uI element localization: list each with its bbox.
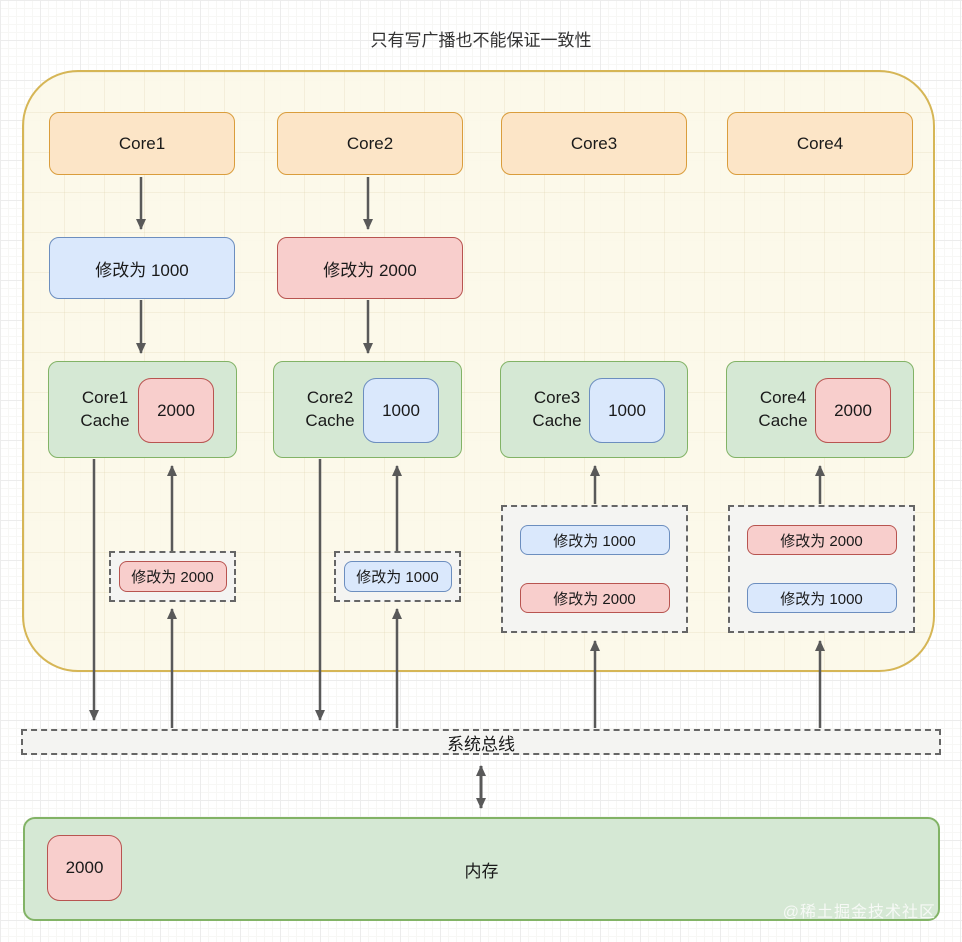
- core1-cache-value: 2000: [138, 378, 214, 443]
- core3-broadcast-box: 修改为 1000 修改为 2000: [501, 505, 688, 633]
- core1-modify-box: 修改为 1000: [49, 237, 235, 299]
- core3-broadcast-msg2: 修改为 2000: [519, 583, 670, 613]
- core1-box: Core1: [49, 112, 235, 175]
- core1-modify-label: 修改为 1000: [95, 260, 189, 280]
- system-bus: 系统总线: [21, 729, 941, 755]
- core4-cache-value: 2000: [815, 378, 891, 443]
- core1-broadcast-box: 修改为 2000: [109, 551, 236, 602]
- core2-box: Core2: [277, 112, 463, 175]
- core2-broadcast-msg1: 修改为 1000: [343, 561, 452, 592]
- core4-cache-label: Core4 Cache: [758, 387, 808, 430]
- core1-label: Core1: [118, 133, 166, 153]
- core3-broadcast-msg1: 修改为 1000: [519, 525, 670, 555]
- core2-cache-box: Core2 Cache 1000: [273, 361, 462, 458]
- core3-box: Core3: [501, 112, 687, 175]
- core4-broadcast-msg1: 修改为 2000: [746, 525, 897, 555]
- core4-cache-box: Core4 Cache 2000: [726, 361, 914, 458]
- core2-label: Core2: [346, 133, 394, 153]
- memory-label: 内存: [464, 861, 499, 881]
- core2-modify-label: 修改为 2000: [323, 260, 417, 280]
- core1-cache-label: Core1 Cache: [80, 387, 130, 430]
- memory-value: 2000: [47, 835, 122, 901]
- core4-broadcast-msg2: 修改为 1000: [746, 583, 897, 613]
- core3-label: Core3: [570, 133, 618, 153]
- core4-box: Core4: [727, 112, 913, 175]
- core2-cache-label: Core2 Cache: [305, 387, 355, 430]
- core2-cache-value: 1000: [363, 378, 439, 443]
- core1-cache-box: Core1 Cache 2000: [48, 361, 237, 458]
- memory-box: 2000 内存: [23, 817, 940, 921]
- core2-broadcast-box: 修改为 1000: [334, 551, 461, 602]
- core3-cache-value: 1000: [589, 378, 665, 443]
- system-bus-label: 系统总线: [447, 734, 515, 754]
- core3-cache-label: Core3 Cache: [532, 387, 582, 430]
- core4-label: Core4: [796, 133, 844, 153]
- core1-broadcast-msg1: 修改为 2000: [118, 561, 227, 592]
- core4-broadcast-box: 修改为 2000 修改为 1000: [728, 505, 915, 633]
- watermark: @稀土掘金技术社区: [782, 904, 936, 921]
- diagram-title: 只有写广播也不能保证一致性: [370, 31, 592, 50]
- core2-modify-box: 修改为 2000: [277, 237, 463, 299]
- core3-cache-box: Core3 Cache 1000: [500, 361, 688, 458]
